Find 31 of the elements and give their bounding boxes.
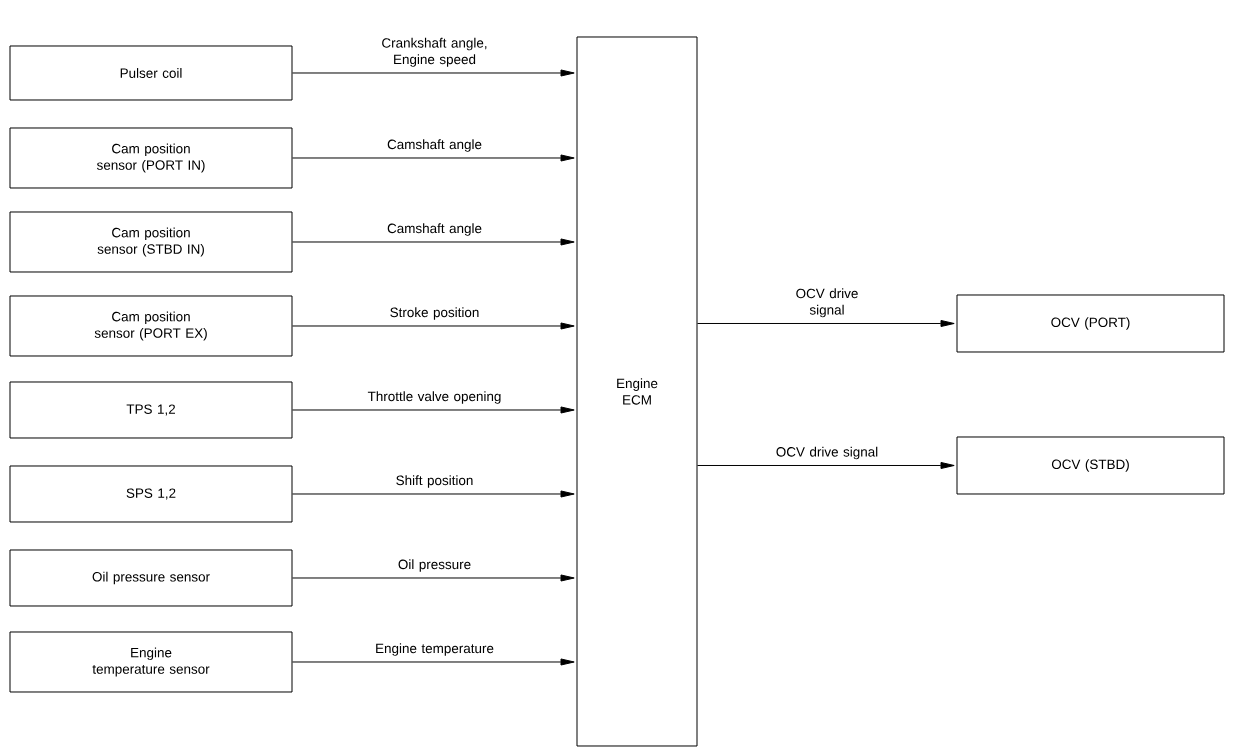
edge-label: Crankshaft angle, Engine speed (382, 37, 487, 67)
component-box: TPS 1,2 (9, 381, 293, 439)
edge-label: Camshaft angle (387, 223, 482, 236)
component-box: OCV (STBD) (956, 436, 1225, 495)
component-box: Cam position sensor (STBD IN) (9, 211, 293, 273)
edge-label: Shift position (396, 475, 473, 488)
edge-label: OCV drive signal (796, 288, 858, 318)
arrow (292, 69, 575, 77)
arrow (697, 320, 955, 327)
arrow (292, 490, 575, 498)
component-box: OCV (PORT) (956, 294, 1225, 353)
edge-label: Oil pressure (398, 559, 471, 572)
edge-label: Throttle valve opening (367, 391, 501, 404)
arrow (292, 238, 575, 246)
component-box: Cam position sensor (PORT EX) (9, 295, 293, 357)
component-box: Pulser coil (9, 45, 293, 101)
arrow (292, 574, 575, 582)
edge-label: OCV drive signal (776, 446, 878, 460)
arrow (292, 658, 575, 666)
edge-label: Stroke position (390, 307, 479, 320)
component-box: SPS 1,2 (9, 465, 293, 523)
component-box: Cam position sensor (PORT IN) (9, 127, 293, 189)
component-box: Oil pressure sensor (9, 549, 293, 607)
arrow (292, 406, 575, 414)
arrow (292, 322, 575, 330)
ecm-box: Engine ECM (576, 36, 698, 747)
edge-label: Camshaft angle (387, 139, 482, 152)
arrow (697, 462, 955, 469)
edge-label: Engine temperature (376, 643, 494, 656)
arrow (292, 154, 575, 162)
component-box: Engine temperature sensor (9, 631, 293, 693)
